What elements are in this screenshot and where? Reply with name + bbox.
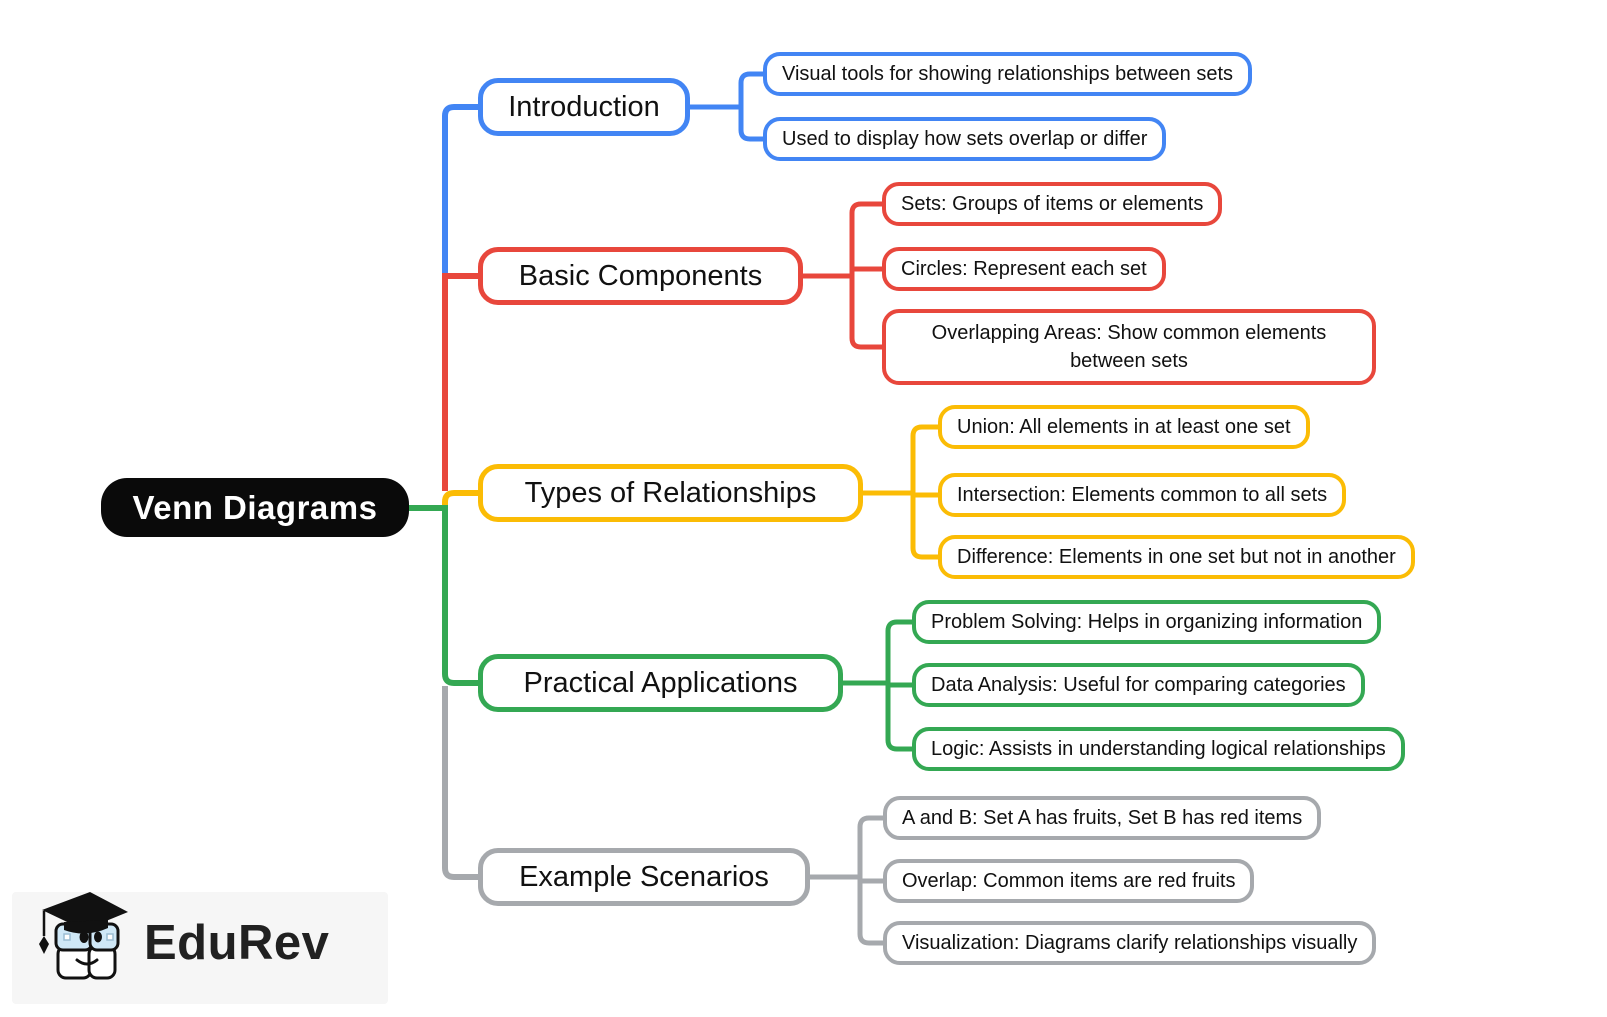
child-node: Intersection: Elements common to all set… [938,473,1347,517]
connector-types-of-relationships [442,424,938,560]
branch-basic-components: Basic Components [478,247,803,305]
child-node: Problem Solving: Helps in organizing inf… [912,600,1382,644]
child-node: Overlap: Common items are red fruits [883,859,1255,903]
branch-example-scenarios: Example Scenarios [478,848,810,906]
connector-example-scenarios [442,686,883,946]
child-node: A and B: Set A has fruits, Set B has red… [883,796,1322,840]
child-node: Overlapping Areas: Show common elements … [882,309,1376,385]
graduation-cap-mascot-icon [39,892,128,980]
branch-practical-applications: Practical Applications [478,654,843,712]
child-node: Visual tools for showing relationships b… [763,52,1252,96]
branch-introduction: Introduction [478,78,690,136]
logo-wordmark: EduRev [144,916,330,970]
branch-types-of-relationships: Types of Relationships [478,464,863,522]
connector-introduction [442,71,763,276]
child-node: Data Analysis: Useful for comparing cate… [912,663,1365,707]
edurev-logo: EduRev [34,884,329,988]
child-node: Sets: Groups of items or elements [882,182,1223,226]
child-node: Visualization: Diagrams clarify relation… [883,921,1377,965]
child-node: Circles: Represent each set [882,247,1166,291]
connector-practical-applications [409,505,912,752]
central-topic-node: Venn Diagrams [101,478,409,537]
child-node: Union: All elements in at least one set [938,405,1310,449]
child-node: Difference: Elements in one set but not … [938,535,1415,579]
connector-basic-components [442,201,882,491]
child-node: Used to display how sets overlap or diff… [763,117,1167,161]
child-node: Logic: Assists in understanding logical … [912,727,1405,771]
